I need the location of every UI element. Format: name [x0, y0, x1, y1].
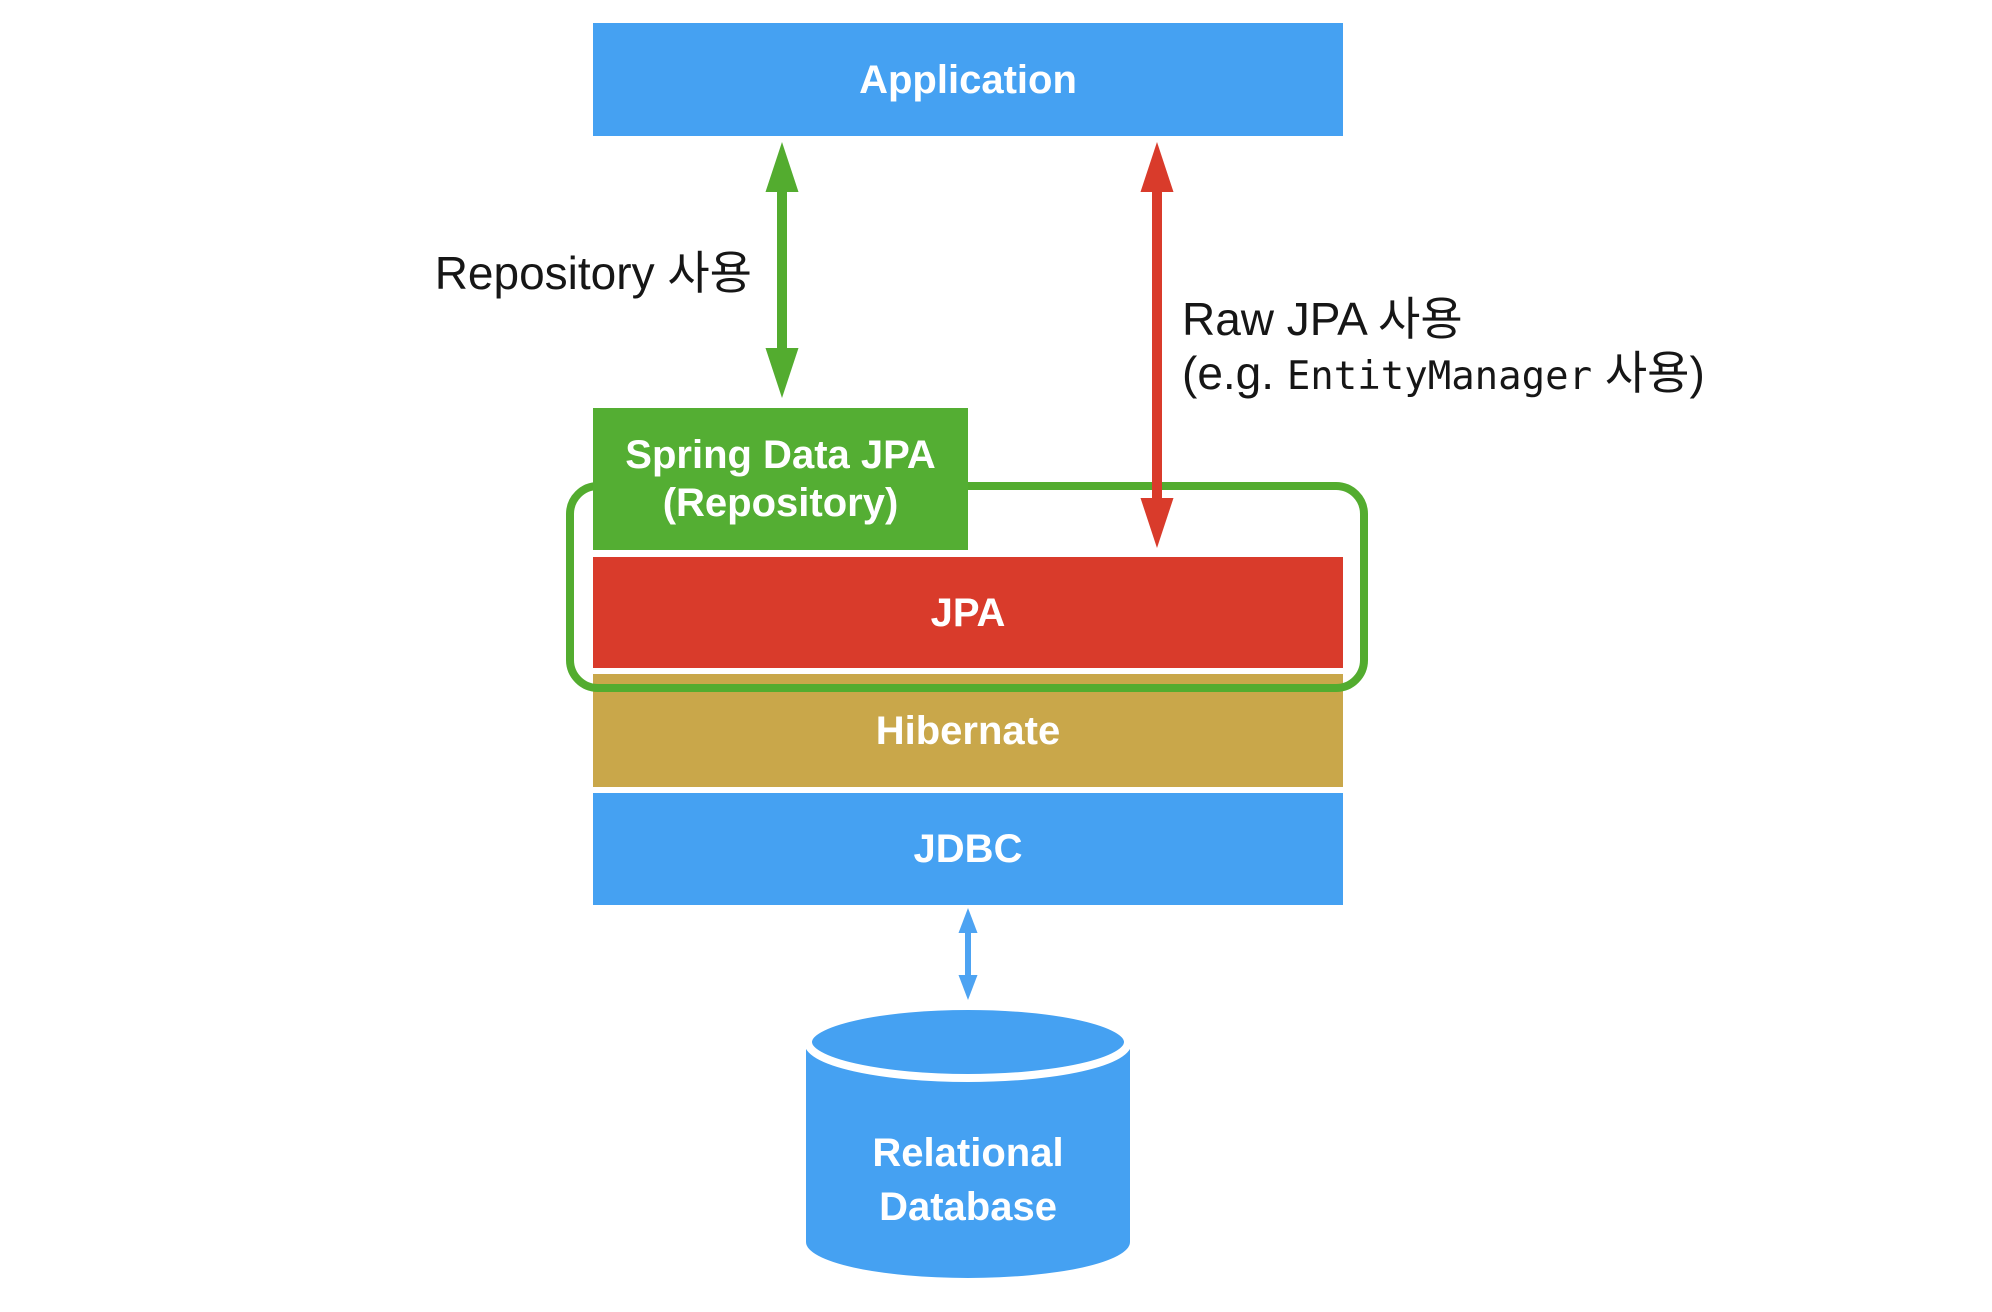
- raw-jpa-line2-suffix: 사용): [1592, 347, 1705, 399]
- spring-data-jpa-box: Spring Data JPA (Repository): [593, 408, 968, 550]
- hibernate-box: Hibernate: [593, 674, 1343, 787]
- raw-jpa-usage-arrowhead-down: [1140, 498, 1174, 548]
- relational-database-label: Relational Database: [803, 1126, 1133, 1234]
- jdbc-label: JDBC: [913, 827, 1023, 871]
- repository-usage-arrowhead-down: [765, 348, 799, 398]
- application-label: Application: [859, 57, 1077, 102]
- jpa-box: JPA: [593, 557, 1343, 668]
- relational-database-cylinder-icon: [804, 1002, 1132, 1278]
- raw-jpa-usage-label-line1: Raw JPA 사용: [1182, 293, 1463, 345]
- database-cylinder-body: [806, 1044, 1130, 1278]
- repository-usage-label: Repository 사용: [434, 247, 752, 299]
- raw-jpa-usage-label-line2: (e.g. EntityManager 사용): [1182, 346, 1705, 404]
- raw-jpa-line2-prefix: (e.g.: [1182, 347, 1287, 399]
- application-box: Application: [593, 23, 1343, 136]
- raw-jpa-line2-code: EntityManager: [1286, 354, 1593, 399]
- raw-jpa-usage-arrowhead-up: [1140, 142, 1174, 192]
- raw-jpa-usage-label: Raw JPA 사용 (e.g. EntityManager 사용): [1182, 292, 1705, 404]
- spring-data-jpa-label-line2: (Repository): [662, 481, 899, 525]
- hibernate-label: Hibernate: [875, 708, 1061, 753]
- jdbc-database-arrow-icon: [958, 908, 978, 1000]
- relational-database-label-line1: Relational: [872, 1131, 1064, 1175]
- database-cylinder-top: [804, 1002, 1132, 1082]
- repository-usage-arrowhead-up: [765, 142, 799, 192]
- relational-database-label-line2: Database: [879, 1185, 1057, 1229]
- jpa-label: JPA: [930, 590, 1006, 635]
- jdbc-database-arrowhead-down: [958, 975, 978, 1000]
- repository-usage-arrow-icon: [765, 142, 799, 398]
- raw-jpa-usage-arrow-icon: [1140, 142, 1174, 548]
- jdbc-database-arrowhead-up: [958, 908, 978, 933]
- jdbc-box: JDBC: [593, 793, 1343, 905]
- spring-data-jpa-label-line1: Spring Data JPA: [625, 433, 936, 477]
